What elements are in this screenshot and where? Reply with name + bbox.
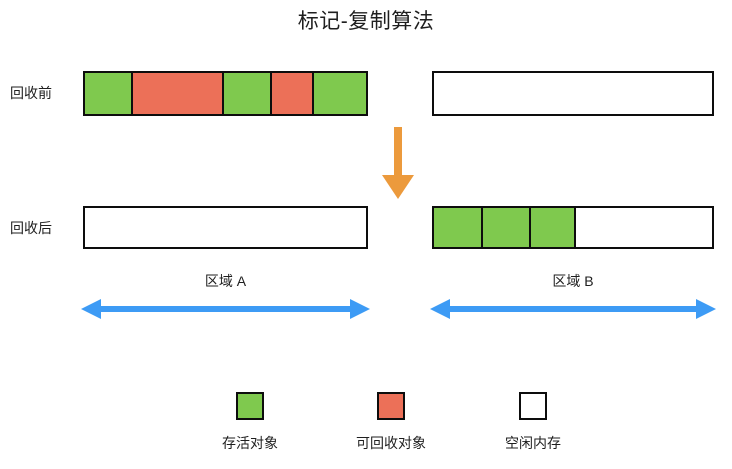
- memory-bar-after-region-b: [432, 206, 714, 249]
- page-title: 标记-复制算法: [297, 10, 435, 33]
- memory-cell-free: [434, 73, 712, 114]
- memory-cell-live: [314, 73, 366, 114]
- legend-label-live: 存活对象: [222, 435, 278, 451]
- copy-down-arrow-icon: [382, 127, 414, 199]
- memory-cell-garbage: [132, 73, 225, 114]
- memory-cell-live: [85, 73, 133, 114]
- legend-item-live: 存活对象: [170, 392, 330, 452]
- memory-cell-live: [530, 208, 577, 247]
- region-b-label: 区域 B: [552, 273, 594, 289]
- legend-item-garbage: 可回收对象: [311, 392, 471, 452]
- legend: 存活对象 可回收对象 空闲内存: [0, 392, 732, 462]
- region-a-label: 区域 A: [204, 273, 247, 289]
- memory-bar-after-region-a: [83, 206, 368, 249]
- region-b-span-arrow-icon: [430, 299, 716, 319]
- region-b-span-arrow: [430, 297, 716, 321]
- legend-swatch-free: [519, 392, 547, 420]
- memory-cell-free: [576, 208, 712, 247]
- legend-item-free: 空闲内存: [453, 392, 613, 452]
- region-a-span-arrow-icon: [81, 299, 370, 319]
- legend-swatch-live: [236, 392, 264, 420]
- memory-cell-garbage: [271, 73, 315, 114]
- memory-cell-free: [85, 208, 366, 247]
- row-label-after-gc: 回收后: [10, 220, 52, 236]
- memory-cell-live: [434, 208, 484, 247]
- memory-cell-live: [224, 73, 272, 114]
- legend-label-garbage: 可回收对象: [356, 435, 426, 451]
- legend-label-free: 空闲内存: [505, 435, 561, 451]
- memory-cell-live: [483, 208, 531, 247]
- copy-down-arrow: [377, 127, 419, 199]
- memory-bar-before-region-a: [83, 71, 368, 116]
- row-label-before-gc: 回收前: [10, 85, 52, 101]
- legend-swatch-garbage: [377, 392, 405, 420]
- region-a-span-arrow: [81, 297, 370, 321]
- memory-bar-before-region-b: [432, 71, 714, 116]
